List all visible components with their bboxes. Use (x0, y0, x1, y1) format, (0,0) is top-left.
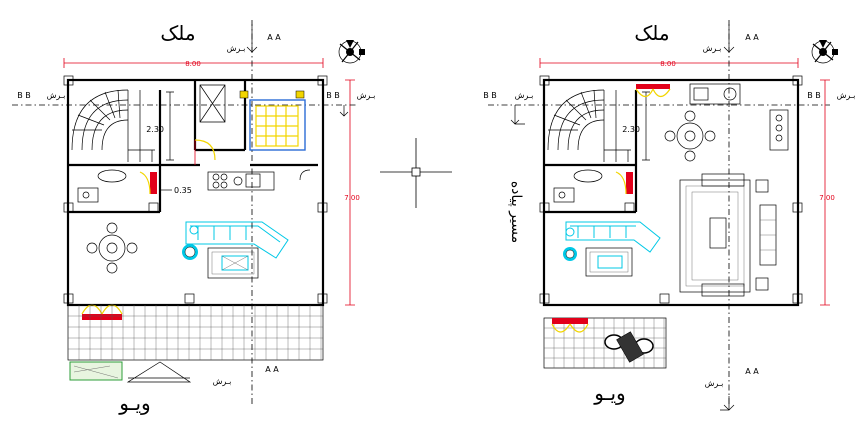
plan-left-dim-small: 0.35 (174, 186, 192, 195)
plan-left-cut-label-bb-left: بـرش (47, 91, 66, 100)
plan-left-bed (239, 90, 306, 151)
plan-left-title-bottom: ویـو (118, 391, 150, 415)
plan-right-side-label: مسیر پیاده (508, 181, 524, 243)
plan-left-dim-height-text: 7.00 (344, 194, 360, 202)
plan-left-section-bb-right: B B (326, 91, 340, 100)
plan-right-dim-height-text: 7.00 (819, 194, 835, 202)
plan-left-section-bb-left: B B (17, 91, 31, 100)
plan-left: ملک بـرش A A 8.00 7.00 B B بـرش B B بـرش (12, 20, 375, 415)
plan-left-stair (71, 89, 155, 162)
plan-right-section-bb-left: B B (483, 91, 497, 100)
plan-left-columns (63, 75, 328, 304)
plan-left-bathroom (77, 169, 157, 203)
section-arrow-icon (339, 105, 349, 117)
plan-right-dining-table (664, 110, 716, 162)
plan-right-section-bb-right: B B (807, 91, 821, 100)
plan-left-title-top: ملک (160, 21, 195, 45)
plan-right-title-top: ملک (634, 21, 669, 45)
plan-right-dim-width: 8.00 (539, 58, 799, 68)
compass-north-icon (811, 40, 838, 64)
plan-right-dim-height: 7.00 (819, 79, 835, 306)
plan-left-section-aa-bottom: A A (265, 365, 279, 374)
plan-right-bathroom (553, 169, 633, 203)
plan-right-section-aa-bottom: A A (745, 367, 759, 376)
plan-right-dim-stair: 2.30 (622, 125, 640, 134)
plan-right-dim-width-text: 8.00 (660, 60, 676, 68)
plan-left-planter (69, 361, 123, 381)
plan-left-dim-height: 7.00 (344, 79, 360, 306)
plan-right-columns (539, 75, 803, 304)
plan-right-section-aa-top: A A (745, 33, 759, 42)
plan-left-section-aa-top: A A (267, 33, 281, 42)
plan-left-terrace (67, 304, 324, 361)
plan-left-dining-table (86, 222, 138, 274)
plan-left-dim-width: 8.00 (63, 58, 324, 68)
plan-left-cut-label-bb-right: بـرش (357, 91, 376, 100)
plan-right-cut-label-bottom: بـرش (705, 379, 724, 388)
plan-right-cut-label-top: بـرش (703, 44, 722, 53)
plan-right-kitchen (689, 83, 789, 151)
plan-right: ملک بـرش A A 8.00 7.00 B B بـرش B B بـرش… (483, 20, 856, 411)
section-arrow-icon (720, 396, 735, 411)
plan-left-kitchen (207, 169, 311, 191)
plan-right-living (679, 173, 777, 297)
plan-right-stair (547, 89, 631, 162)
section-arrow-icon (510, 105, 525, 125)
compass-north-icon (338, 40, 365, 64)
plan-left-sofa (182, 221, 289, 260)
plan-right-cut-label-bb-right: بـرش (837, 91, 856, 100)
plan-left-coffee-table (207, 247, 259, 279)
plan-right-cut-label-bb-left: بـرش (515, 91, 534, 100)
plan-left-cut-label-bottom: بـرش (213, 377, 232, 386)
plan-left-dim-stair: 2.30 (146, 125, 164, 134)
plan-right-title-bottom: ویـو (593, 381, 625, 405)
plan-right-sofa (563, 221, 661, 277)
plan-left-cut-label-top: بـرش (227, 44, 246, 53)
plan-left-dim-width-text: 8.00 (185, 60, 201, 68)
crosshair-icon (380, 138, 452, 208)
plan-right-balcony (543, 317, 667, 369)
